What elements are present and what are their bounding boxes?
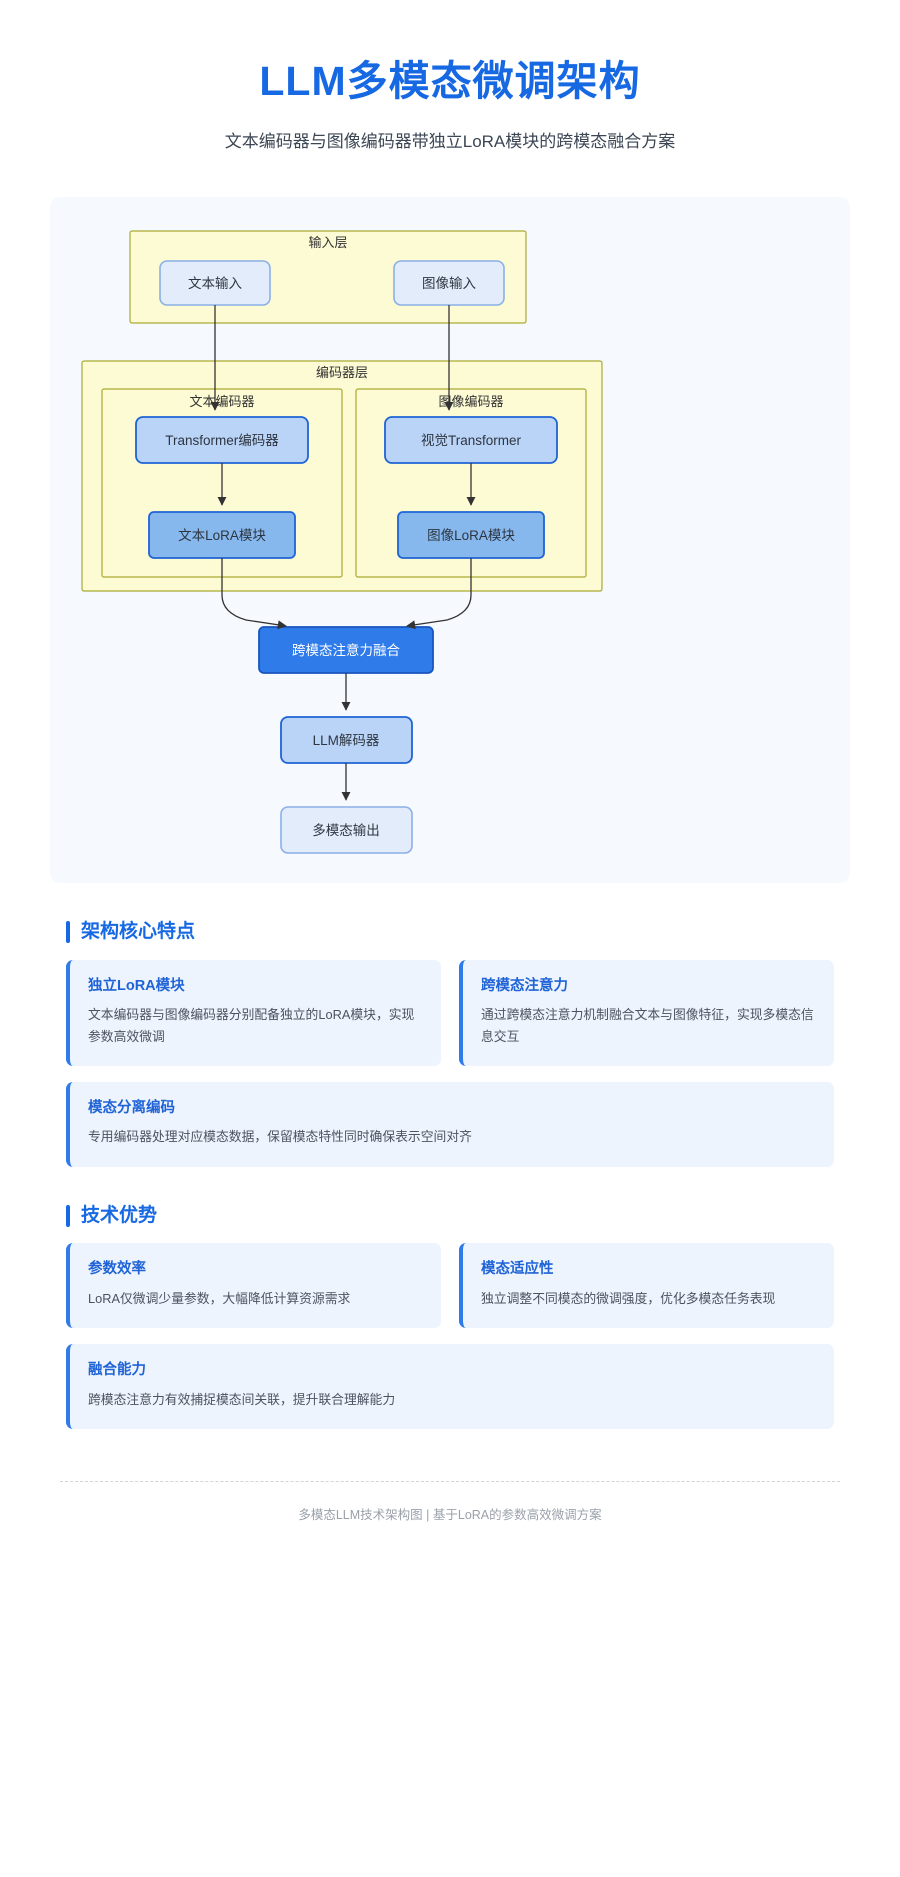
page-header: LLM多模态微调架构 文本编码器与图像编码器带独立LoRA模块的跨模态融合方案 [0,0,900,155]
node-label-transformer-encoder: Transformer编码器 [165,433,279,448]
feature-card-title: 跨模态注意力 [481,977,568,994]
section-technical-advantages: 技术优势 参数效率 LoRA仅微调少量参数，大幅降低计算资源需求 模态适应性 独… [66,1205,834,1430]
page-title: LLM多模态微调架构 [259,58,641,104]
feature-card[interactable]: 模态分离编码 专用编码器处理对应模态数据，保留模态特性同时确保表示空间对齐 [66,1081,834,1167]
section-accent-bar [66,1204,70,1227]
feature-card-desc: 文本编码器与图像编码器分别配备独立的LoRA模块，实现参数高效微调 [88,1007,415,1044]
group-label-encoder-layer: 编码器层 [316,365,368,380]
section-header-technical-advantages: 技术优势 [66,1205,834,1228]
advantage-card-desc: LoRA仅微调少量参数，大幅降低计算资源需求 [88,1291,351,1307]
group-label-text-encoder: 文本编码器 [189,394,254,409]
advantage-card[interactable]: 模态适应性 独立调整不同模态的微调强度，优化多模态任务表现 [459,1243,834,1329]
edges [210,304,476,801]
node-label-text-input: 文本输入 [188,276,242,291]
edge-text-lora-to-fusion [221,557,287,630]
card-row: 独立LoRA模块 文本编码器与图像编码器分别配备独立的LoRA模块，实现参数高效… [66,959,834,1066]
node-vision-transformer[interactable]: 视觉Transformer [384,415,558,464]
node-text-lora[interactable]: 文本LoRA模块 [148,510,296,559]
node-image-input[interactable]: 图像输入 [393,259,505,306]
node-label-vision-transformer: 视觉Transformer [421,433,522,448]
node-label-text-lora: 文本LoRA模块 [178,528,266,543]
node-text-input[interactable]: 文本输入 [159,259,271,306]
node-image-lora[interactable]: 图像LoRA模块 [397,510,545,559]
card-row: 参数效率 LoRA仅微调少量参数，大幅降低计算资源需求 模态适应性 独立调整不同… [66,1243,834,1329]
page-footer: 多模态LLM技术架构图 | 基于LoRA的参数高效微调方案 [60,1481,840,1535]
advantage-card-title: 模态适应性 [481,1261,554,1278]
node-label-multimodal-output: 多模态输出 [312,822,380,838]
advantage-card-desc: 跨模态注意力有效捕捉模态间关联，提升联合理解能力 [88,1392,396,1408]
group-label-image-encoder: 图像编码器 [438,394,503,409]
advantage-card[interactable]: 参数效率 LoRA仅微调少量参数，大幅降低计算资源需求 [66,1243,441,1329]
group-label-input-layer: 输入层 [308,235,347,250]
section-title-core-features: 架构核心特点 [81,920,196,942]
architecture-flowchart: 输入层 文本输入 图像输入 编码器层 文本编码器 [81,230,603,854]
footer-divider [60,1481,840,1483]
node-transformer-encoder[interactable]: Transformer编码器 [135,415,309,464]
advantage-card-title: 融合能力 [88,1362,146,1379]
page-subtitle: 文本编码器与图像编码器带独立LoRA模块的跨模态融合方案 [224,132,676,152]
section-header-core-features: 架构核心特点 [66,921,834,944]
feature-card-title: 模态分离编码 [88,1099,175,1116]
node-multimodal-output[interactable]: 多模态输出 [280,805,413,854]
section-core-features: 架构核心特点 独立LoRA模块 文本编码器与图像编码器分别配备独立的LoRA模块… [66,921,834,1167]
node-cross-modal-fusion[interactable]: 跨模态注意力融合 [258,625,434,674]
node-label-image-lora: 图像LoRA模块 [427,528,515,543]
feature-card[interactable]: 跨模态注意力 通过跨模态注意力机制融合文本与图像特征，实现多模态信息交互 [459,959,834,1066]
section-title-technical-advantages: 技术优势 [81,1204,158,1226]
edge-image-lora-to-fusion [406,557,472,630]
advantage-card[interactable]: 融合能力 跨模态注意力有效捕捉模态间关联，提升联合理解能力 [66,1344,834,1430]
footer-caption: 多模态LLM技术架构图 | 基于LoRA的参数高效微调方案 [298,1508,602,1523]
advantage-card-desc: 独立调整不同模态的微调强度，优化多模态任务表现 [481,1291,776,1307]
feature-card[interactable]: 独立LoRA模块 文本编码器与图像编码器分别配备独立的LoRA模块，实现参数高效… [66,959,441,1066]
card-row: 融合能力 跨模态注意力有效捕捉模态间关联，提升联合理解能力 [66,1344,834,1430]
feature-card-desc: 通过跨模态注意力机制融合文本与图像特征，实现多模态信息交互 [481,1007,814,1044]
feature-card-title: 独立LoRA模块 [88,977,185,994]
feature-card-desc: 专用编码器处理对应模态数据，保留模态特性同时确保表示空间对齐 [88,1129,472,1145]
section-accent-bar [66,921,70,944]
node-llm-decoder[interactable]: LLM解码器 [280,715,413,764]
node-label-cross-modal-fusion: 跨模态注意力融合 [292,642,400,658]
advantage-card-title: 参数效率 [88,1261,146,1278]
architecture-diagram-panel: 输入层 文本输入 图像输入 编码器层 文本编码器 [50,196,850,883]
node-label-image-input: 图像输入 [422,276,476,291]
node-label-llm-decoder: LLM解码器 [313,733,380,748]
card-row: 模态分离编码 专用编码器处理对应模态数据，保留模态特性同时确保表示空间对齐 [66,1081,834,1167]
